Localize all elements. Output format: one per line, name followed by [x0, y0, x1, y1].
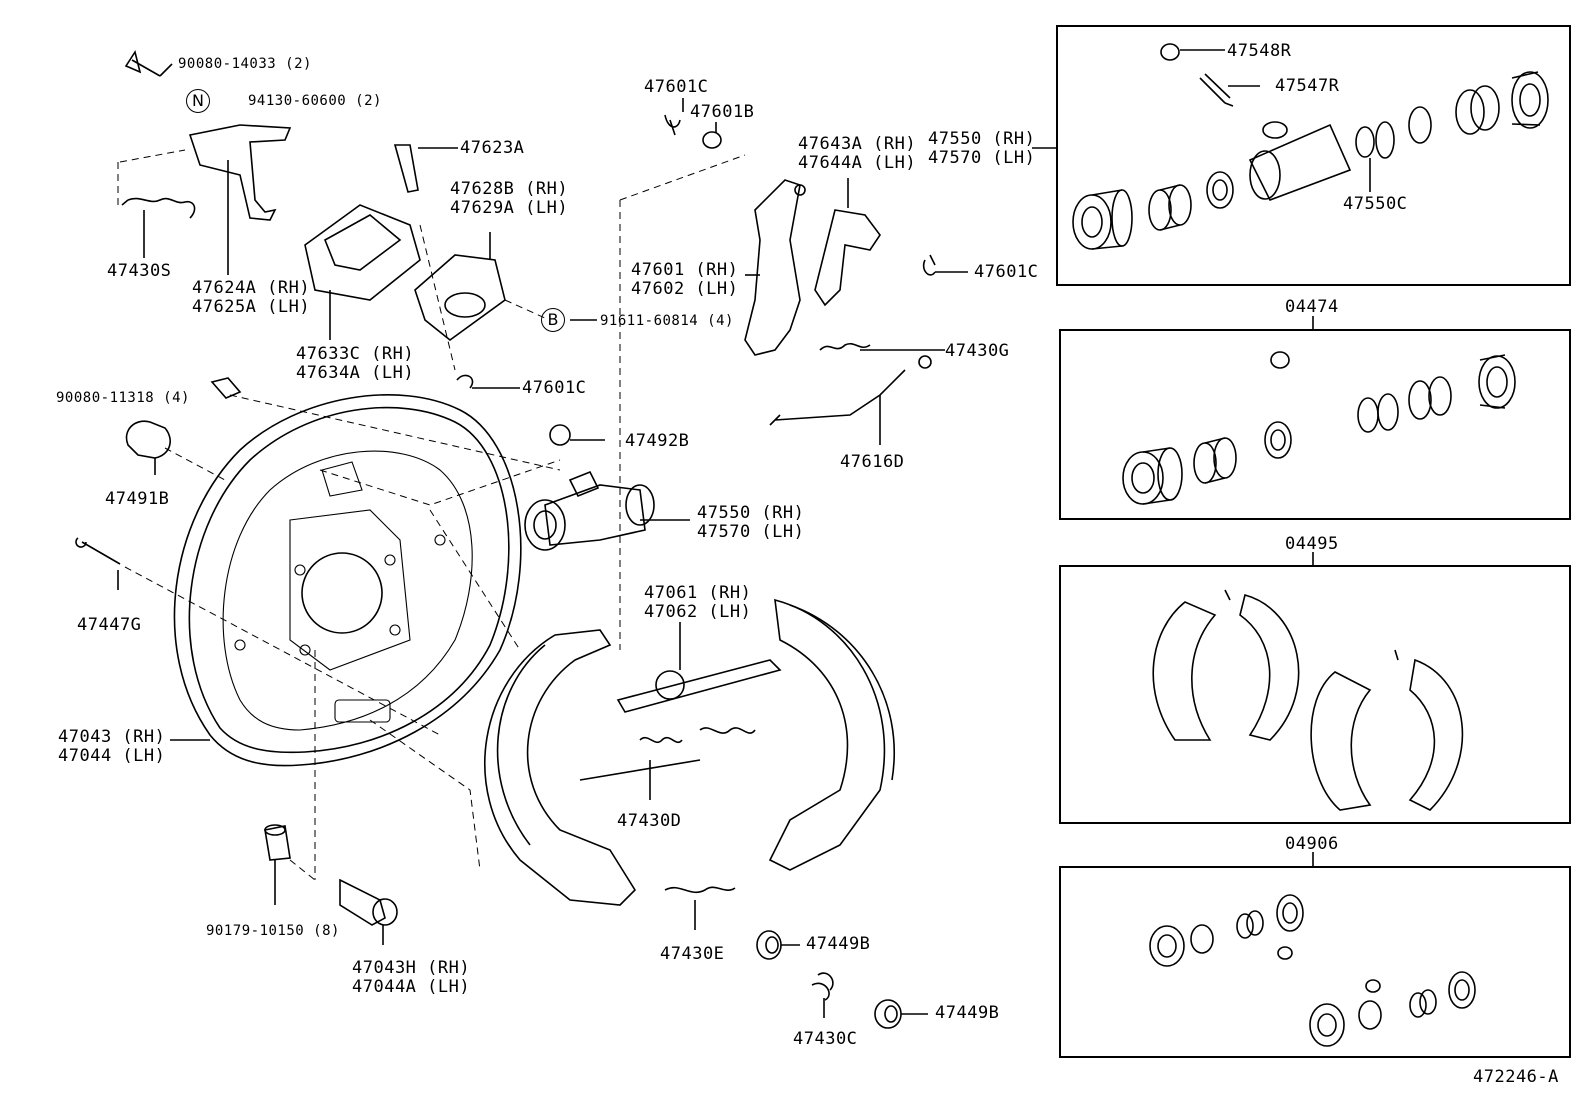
label-90080-11318: 90080-11318 (4): [56, 390, 190, 406]
label-47550C: 47550C: [1343, 194, 1408, 214]
kit-04906-box: [1059, 866, 1571, 1058]
adjuster-parts: [664, 114, 936, 426]
label-47643A: 47643A (RH)47644A (LH): [798, 134, 917, 173]
label-47628B: 47628B (RH)47629A (LH): [450, 179, 569, 218]
assembly-guide-lines: [117, 149, 746, 881]
label-47491B: 47491B: [105, 489, 170, 509]
label-47623A: 47623A: [460, 138, 525, 158]
label-47601B: 47601B: [690, 102, 755, 122]
lower-parts: [264, 824, 902, 1029]
wheel-cylinder: [524, 424, 655, 551]
label-47548R: 47548R: [1227, 41, 1292, 61]
label-47616D: 47616D: [840, 452, 905, 472]
label-47601C-right: 47601C: [974, 262, 1039, 282]
label-kit-04495: 04495: [1285, 534, 1339, 554]
label-47601C-top: 47601C: [644, 77, 709, 97]
label-90179-10150: 90179-10150 (8): [206, 923, 340, 939]
label-47633C: 47633C (RH)47634A (LH): [296, 344, 415, 383]
label-47043: 47043 (RH)47044 (LH): [58, 727, 166, 766]
kit-04495-box: [1059, 565, 1571, 824]
label-47061: 47061 (RH)47062 (LH): [644, 583, 752, 622]
label-47430D: 47430D: [617, 811, 682, 831]
label-47550-mid: 47550 (RH)47570 (LH): [697, 503, 805, 542]
label-47447G: 47447G: [77, 615, 142, 635]
label-47430E: 47430E: [660, 944, 725, 964]
label-47430S: 47430S: [107, 261, 172, 281]
label-47449B-a: 47449B: [806, 934, 871, 954]
label-kit-04906: 04906: [1285, 834, 1339, 854]
upper-left-parts: [75, 50, 506, 565]
n-marker: N: [186, 89, 210, 113]
label-47043H: 47043H (RH)47044A (LH): [352, 958, 471, 997]
label-47624A: 47624A (RH)47625A (LH): [192, 278, 311, 317]
label-47449B-b: 47449B: [935, 1003, 1000, 1023]
label-90080-14033: 90080-14033 (2): [178, 56, 312, 72]
label-47601: 47601 (RH)47602 (LH): [631, 260, 739, 299]
diagram-id: 472246-A: [1473, 1067, 1559, 1087]
backing-plate: [173, 394, 522, 767]
label-47430G: 47430G: [945, 341, 1010, 361]
kit-04474-box: [1059, 329, 1571, 520]
label-94130-60600: 94130-60600 (2): [248, 93, 382, 109]
wheel-cylinder-exploded-box: [1056, 25, 1571, 286]
b-marker: B: [541, 308, 565, 332]
label-47601C-a: 47601C: [522, 378, 587, 398]
label-47547R: 47547R: [1275, 76, 1340, 96]
label-91611-60814: 91611-60814 (4): [600, 313, 734, 329]
label-47430C: 47430C: [793, 1029, 858, 1049]
callout-leaders: [117, 49, 1371, 1018]
label-47492B: 47492B: [625, 431, 690, 451]
brake-shoes: [484, 598, 896, 906]
label-47550-box: 47550 (RH)47570 (LH): [928, 129, 1036, 168]
label-kit-04474: 04474: [1285, 297, 1339, 317]
